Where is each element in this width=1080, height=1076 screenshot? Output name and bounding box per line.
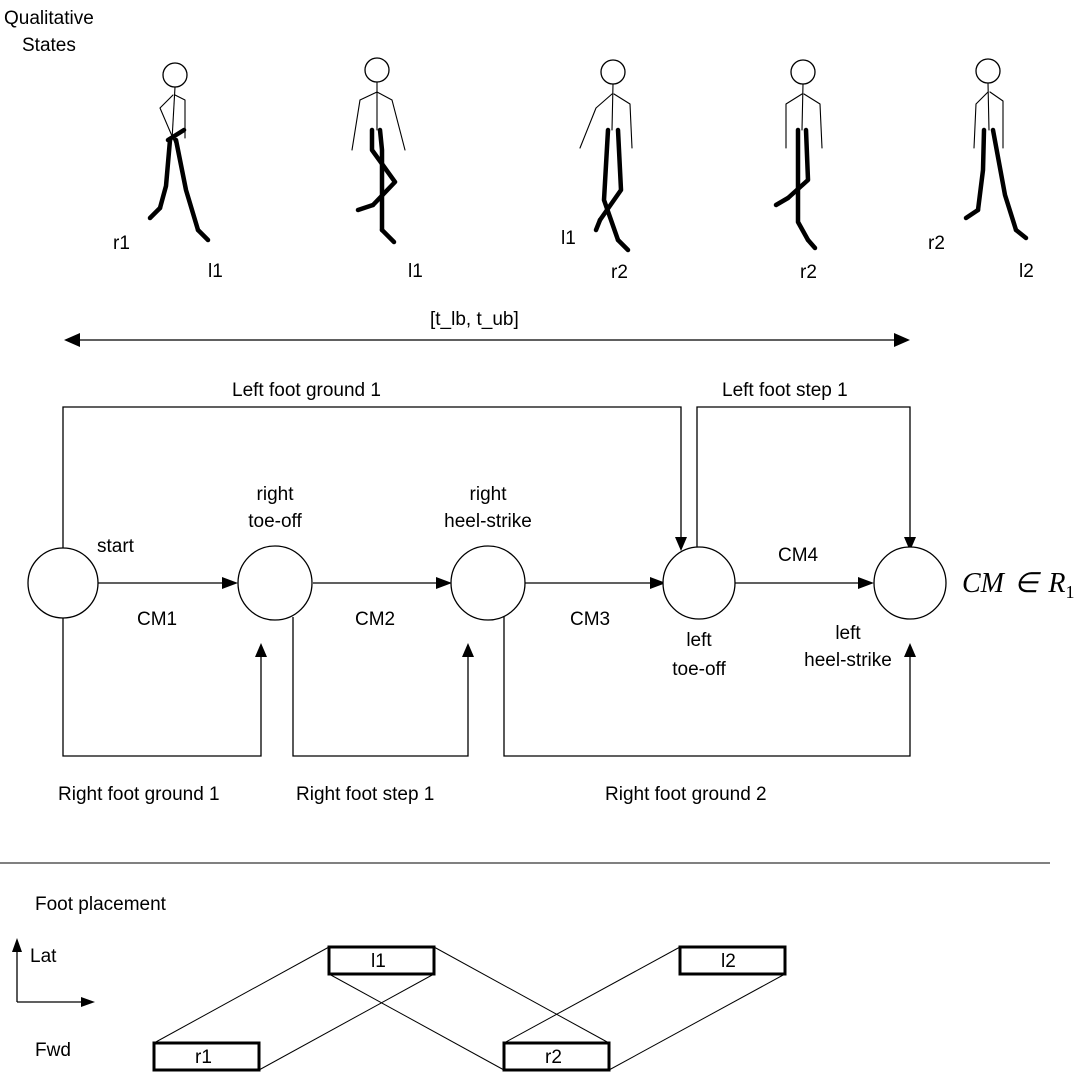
foot-box-l2: l2 [678, 945, 787, 976]
foot-box-r1: r1 [152, 1041, 261, 1072]
right-foot-ground-2-label: Right foot ground 2 [605, 784, 767, 805]
state-node-right-toe-off [237, 545, 313, 621]
walker-figure-4: r2 [773, 59, 823, 283]
right-foot-step-1-connector [292, 617, 469, 757]
fwd-axis-label: Fwd [35, 1040, 71, 1061]
right-foot-ground-1-connector [62, 617, 262, 757]
left-heel-strike-label-line1: left [835, 623, 861, 644]
left-toe-off-label-line1: left [686, 630, 712, 651]
cm2-label: CM2 [355, 609, 395, 630]
foot-box-r2-label: r2 [545, 1047, 562, 1068]
figure-1-label-a: r1 [113, 233, 130, 254]
right-foot-ground-2-arrowhead [904, 643, 916, 657]
foot-box-l1-label: l1 [371, 951, 386, 972]
right-foot-ground-1-label: Right foot ground 1 [58, 784, 220, 805]
foot-placement-title: Foot placement [35, 894, 167, 915]
qualitative-states-title-line2: States [22, 35, 76, 56]
left-heel-strike-label-line2: heel-strike [804, 650, 892, 671]
state-node-left-toe-off [662, 546, 736, 620]
foot-box-l2-label: l2 [721, 951, 736, 972]
state-node-start [27, 547, 99, 619]
figure-2-label-b: l1 [408, 261, 423, 282]
foot-box-l1: l1 [327, 945, 436, 976]
foot-box-r1-label: r1 [195, 1047, 212, 1068]
foot-box-r2: r2 [502, 1041, 611, 1072]
left-foot-ground-1-label: Left foot ground 1 [232, 380, 381, 401]
figure-4-label-b: r2 [800, 262, 817, 283]
right-toe-off-label-line1: right [257, 484, 295, 505]
cm1-arrowhead [222, 577, 238, 589]
walker-figure-1: r1 l1 [113, 62, 223, 282]
interval-label: [t_lb, t_ub] [430, 309, 519, 330]
cm-formula: CM∈R1 [962, 568, 1075, 602]
left-foot-ground-1-connector [62, 406, 682, 549]
left-foot-step-1-arrowhead [904, 537, 916, 551]
figure-5-label-b: l2 [1019, 261, 1034, 282]
right-heel-strike-label-line1: right [470, 484, 508, 505]
right-foot-step-1-arrowhead [462, 643, 474, 657]
figure-1-label-b: l1 [208, 261, 223, 282]
cm3-arrowhead [650, 577, 666, 589]
cm1-label: CM1 [137, 609, 177, 630]
left-foot-step-1-label: Left foot step 1 [722, 380, 848, 401]
time-interval-arrow: [t_lb, t_ub] [64, 309, 910, 347]
cm4-arrowhead [858, 577, 874, 589]
foot-placement-links [153, 946, 786, 1071]
walker-figure-2: l1 [351, 57, 423, 282]
left-foot-ground-1-arrowhead [675, 537, 687, 551]
start-state-label: start [97, 536, 135, 557]
right-toe-off-label-line2: toe-off [248, 511, 302, 532]
cm4-label: CM4 [778, 545, 819, 566]
axis-indicator: Lat Fwd [12, 938, 95, 1061]
state-node-left-heel-strike [873, 546, 947, 620]
cm2-arrowhead [436, 577, 452, 589]
figure-3-label-a: l1 [561, 228, 576, 249]
qualitative-states-title-line1: Qualitative [4, 8, 94, 29]
right-foot-ground-2-connector [503, 617, 911, 757]
figure-3-label-b: r2 [611, 262, 628, 283]
walker-figure-5: r2 l2 [928, 58, 1034, 282]
right-heel-strike-label-line2: heel-strike [444, 511, 532, 532]
left-foot-step-1-connector [696, 406, 911, 549]
cm3-label: CM3 [570, 609, 610, 630]
state-node-right-heel-strike [450, 545, 526, 621]
right-foot-ground-1-arrowhead [255, 643, 267, 657]
figure-5-label-a: r2 [928, 233, 945, 254]
lat-axis-label: Lat [30, 946, 57, 967]
right-foot-step-1-label: Right foot step 1 [296, 784, 434, 805]
left-toe-off-label-line2: toe-off [672, 659, 726, 680]
walker-figure-3: l1 r2 [561, 59, 633, 283]
